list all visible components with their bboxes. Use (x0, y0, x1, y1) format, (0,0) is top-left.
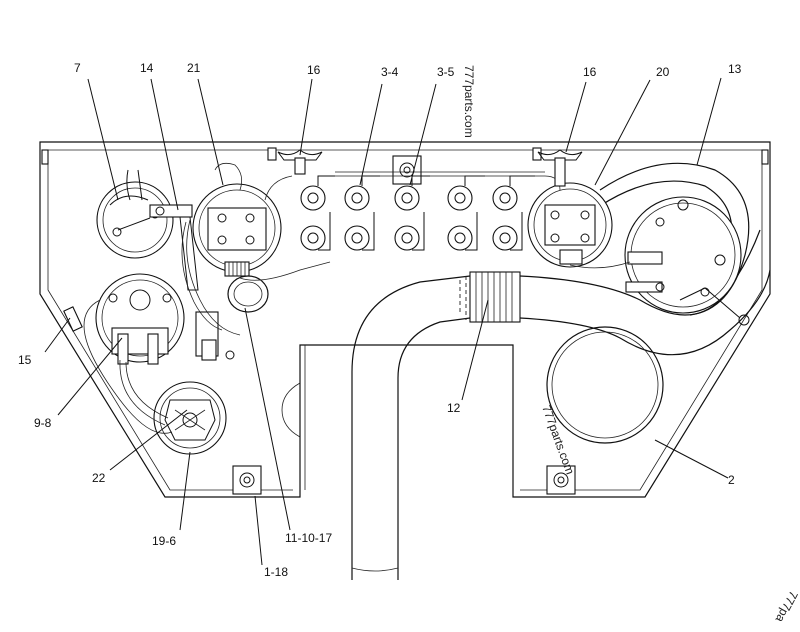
callout-3-5: 3-5 (437, 65, 455, 79)
callout-9-8: 9-8 (34, 416, 52, 430)
connector-row-lower (300, 212, 523, 251)
callout-3-4: 3-4 (381, 65, 399, 79)
callout-16-left: 16 (307, 63, 321, 77)
callout-13: 13 (728, 62, 742, 76)
clamp-16-left (277, 149, 323, 175)
bracket-14 (149, 204, 199, 291)
main-harness-bundle (351, 229, 771, 580)
gauge-right-large (624, 196, 750, 326)
leader-lines (44, 77, 729, 566)
callout-19-6: 19-6 (152, 534, 176, 548)
gauge-19-6 (153, 381, 227, 455)
clamp-16-right (537, 149, 583, 187)
clamp-loop-11 (227, 275, 269, 313)
coiled-tube (546, 326, 664, 444)
callout-11-10-17: 11-10-17 (285, 531, 332, 545)
callout-14: 14 (140, 61, 154, 75)
gauge-9-8 (95, 273, 185, 365)
gauge-20 (527, 182, 613, 268)
panel-outline (39, 141, 771, 498)
watermark-corner: 777pa (773, 589, 800, 625)
callout-16-right: 16 (583, 65, 597, 79)
callout-20: 20 (656, 65, 670, 79)
callout-12: 12 (447, 401, 461, 415)
callout-1-18: 1-18 (264, 565, 288, 579)
callout-15: 15 (18, 353, 32, 367)
watermark-top: 777parts.com (462, 65, 476, 138)
gauge-21 (192, 183, 282, 277)
callout-2: 2 (728, 473, 735, 487)
gauge-7 (96, 169, 174, 259)
watermark-middle: 777parts.com (539, 403, 577, 476)
switch-block (195, 311, 235, 361)
mount-block-left (232, 465, 262, 495)
mount-block-right (546, 465, 576, 495)
callout-22: 22 (92, 471, 106, 485)
callout-21: 21 (187, 61, 201, 75)
callout-7: 7 (74, 61, 81, 75)
